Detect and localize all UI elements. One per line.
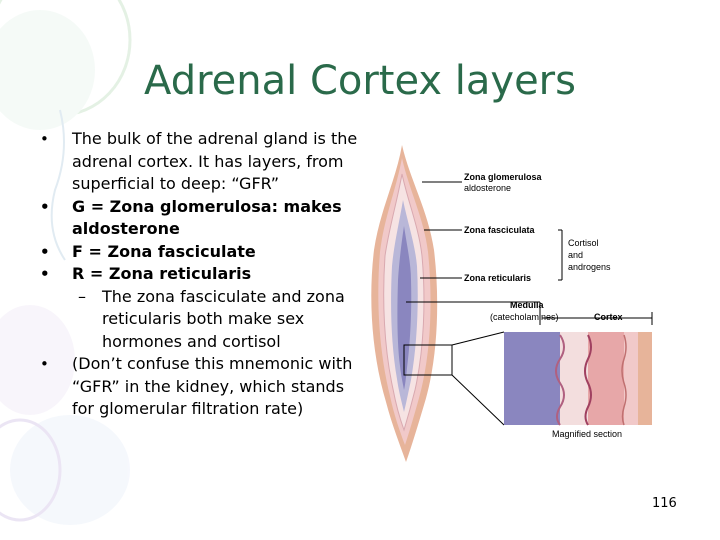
bullet-text: (Don’t confuse this mnemonic with “GFR” … [72,354,353,418]
label-zona-glomerulosa: Zona glomerulosa [464,172,543,182]
label-and: and [568,250,583,260]
bullet-dot-icon: • [40,355,49,373]
bullet-list: • The bulk of the adrenal gland is the a… [40,128,370,421]
label-magnified-section: Magnified section [552,429,622,439]
magnified-section [504,332,652,426]
slide-title: Adrenal Cortex layers [144,58,576,104]
dash-icon: – [78,286,86,306]
bullet-item: • G = Zona glomerulosa: makes aldosteron… [40,196,370,241]
label-medulla: Medulla [510,300,544,310]
bullet-dot-icon: • [40,130,49,148]
bullet-text: R = Zona reticularis [72,264,252,283]
bullet-item: • (Don’t confuse this mnemonic with “GFR… [40,353,370,421]
bullet-text: G = Zona glomerulosa: makes aldosterone [72,196,342,239]
adrenal-diagram: Zona glomerulosa aldosterone Zona fascic… [362,140,686,470]
medulla-core [397,226,412,390]
label-androgens: androgens [568,262,611,272]
label-cortisol: Cortisol [568,238,599,248]
bullet-item: • R = Zona reticularis [40,263,370,286]
label-cortex: Cortex [594,312,623,322]
page-number: 116 [652,496,677,511]
bullet-text: F = Zona fasciculate [72,241,256,261]
label-catecholamines: (catecholamines) [490,312,559,322]
bullet-dot-icon: • [40,197,50,216]
bullet-item: • F = Zona fasciculate [40,241,370,264]
sub-bullet-text: The zona fasciculate and zona reticulari… [102,286,345,351]
bullet-dot-icon: • [40,265,50,283]
bullet-dot-icon: • [40,242,50,261]
bullet-text: The bulk of the adrenal gland is the adr… [72,129,358,193]
bullet-item: • The bulk of the adrenal gland is the a… [40,128,370,196]
sub-bullet-item: – The zona fasciculate and zona reticula… [40,286,370,354]
label-zona-fasciculata: Zona fasciculata [464,225,536,235]
label-zona-reticularis: Zona reticularis [464,273,531,283]
label-aldosterone: aldosterone [464,183,511,193]
